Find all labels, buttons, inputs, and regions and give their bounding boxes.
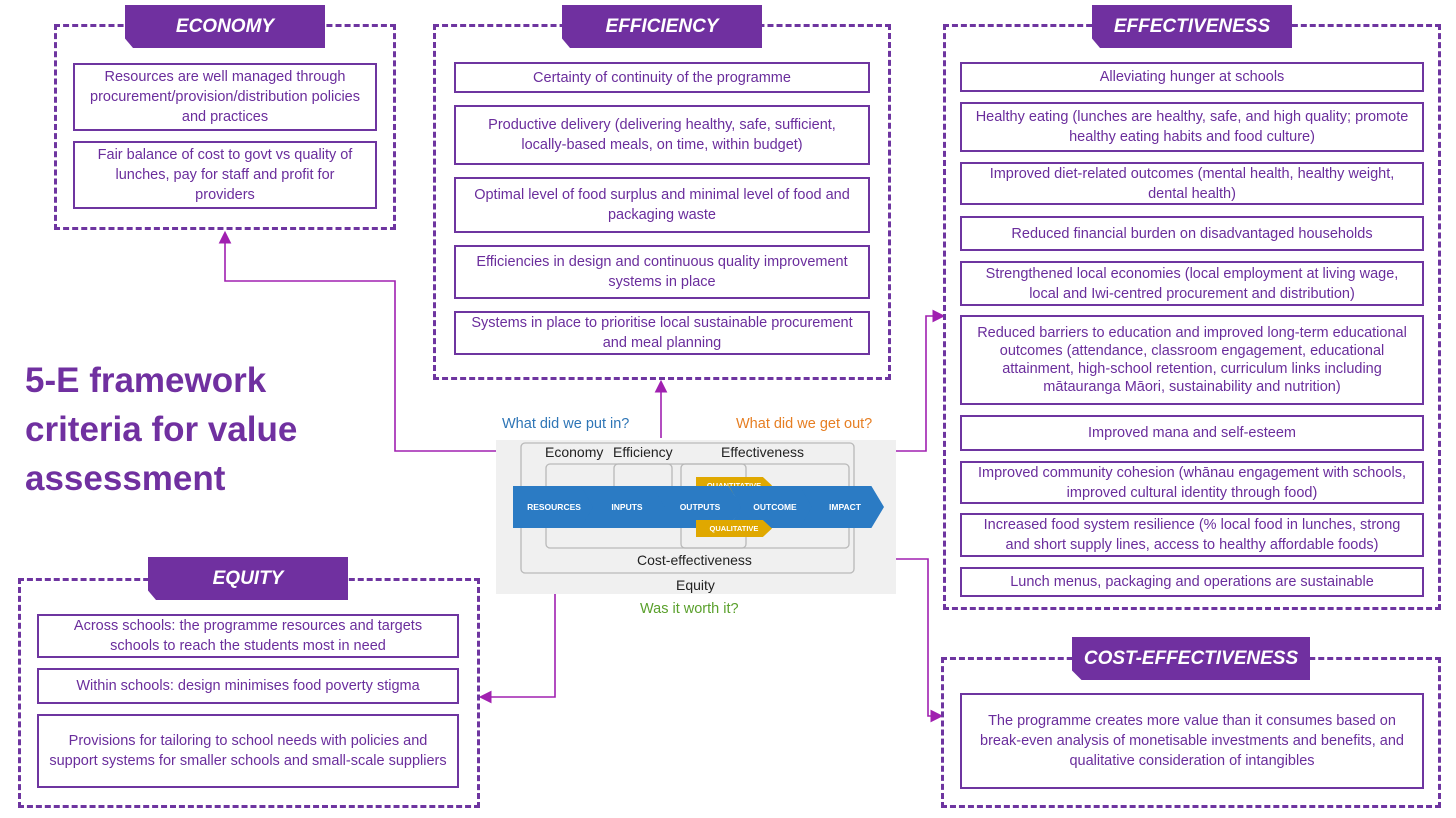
effectiveness-item: Reduced barriers to education and improv… bbox=[960, 315, 1424, 405]
efficiency-item: Optimal level of food surplus and minima… bbox=[454, 177, 870, 233]
effectiveness-item: Healthy eating (lunches are healthy, saf… bbox=[960, 102, 1424, 152]
cost-effectiveness-item: The programme creates more value than it… bbox=[960, 693, 1424, 789]
efficiency-tab: EFFICIENCY bbox=[562, 5, 762, 48]
effectiveness-item: Improved mana and self-esteem bbox=[960, 415, 1424, 451]
efficiency-item: Productive delivery (delivering healthy,… bbox=[454, 105, 870, 165]
question-put-in: What did we put in? bbox=[502, 416, 630, 432]
economy-item: Resources are well managed through procu… bbox=[73, 63, 377, 131]
economy-connector bbox=[218, 230, 536, 452]
effectiveness-tab: EFFECTIVENESS bbox=[1092, 5, 1292, 48]
effectiveness-item: Alleviating hunger at schools bbox=[960, 62, 1424, 92]
equity-item: Within schools: design minimises food po… bbox=[37, 668, 459, 704]
economy-tab: ECONOMY bbox=[125, 5, 325, 48]
effectiveness-item: Improved community cohesion (whānau enga… bbox=[960, 461, 1424, 504]
economy-item: Fair balance of cost to govt vs quality … bbox=[73, 141, 377, 209]
effectiveness-item: Increased food system resilience (% loca… bbox=[960, 513, 1424, 557]
question-get-out: What did we get out? bbox=[736, 416, 873, 432]
cost-effectiveness-tab: COST-EFFECTIVENESS bbox=[1072, 637, 1310, 680]
qualitative-tag: QUALITATIVE bbox=[696, 520, 772, 537]
label-cost-effectiveness: Cost-effectiveness bbox=[634, 552, 755, 568]
label-economy: Economy bbox=[545, 444, 604, 460]
page-title: 5-E framework criteria for value assessm… bbox=[25, 361, 298, 498]
equity-tab: EQUITY bbox=[148, 557, 348, 600]
effectiveness-item: Reduced financial burden on disadvantage… bbox=[960, 216, 1424, 251]
effectiveness-item: Lunch menus, packaging and operations ar… bbox=[960, 567, 1424, 597]
question-worth-it: Was it worth it? bbox=[640, 601, 739, 617]
label-equity: Equity bbox=[676, 577, 715, 593]
chain-resources: RESOURCES bbox=[513, 486, 595, 528]
efficiency-item: Systems in place to prioritise local sus… bbox=[454, 311, 870, 355]
label-efficiency: Efficiency bbox=[613, 444, 673, 460]
value-chain-diagram: Economy Efficiency Effectiveness QUANTIT… bbox=[496, 440, 896, 594]
effectiveness-item: Improved diet-related outcomes (mental h… bbox=[960, 162, 1424, 205]
equity-item: Across schools: the programme resources … bbox=[37, 614, 459, 658]
efficiency-item: Efficiencies in design and continuous qu… bbox=[454, 245, 870, 299]
chain-impact: IMPACT bbox=[800, 486, 884, 528]
efficiency-item: Certainty of continuity of the programme bbox=[454, 62, 870, 93]
chain-inputs: INPUTS bbox=[581, 486, 667, 528]
effectiveness-item: Strengthened local economies (local empl… bbox=[960, 261, 1424, 306]
label-effectiveness: Effectiveness bbox=[721, 444, 805, 460]
equity-item: Provisions for tailoring to school needs… bbox=[37, 714, 459, 788]
